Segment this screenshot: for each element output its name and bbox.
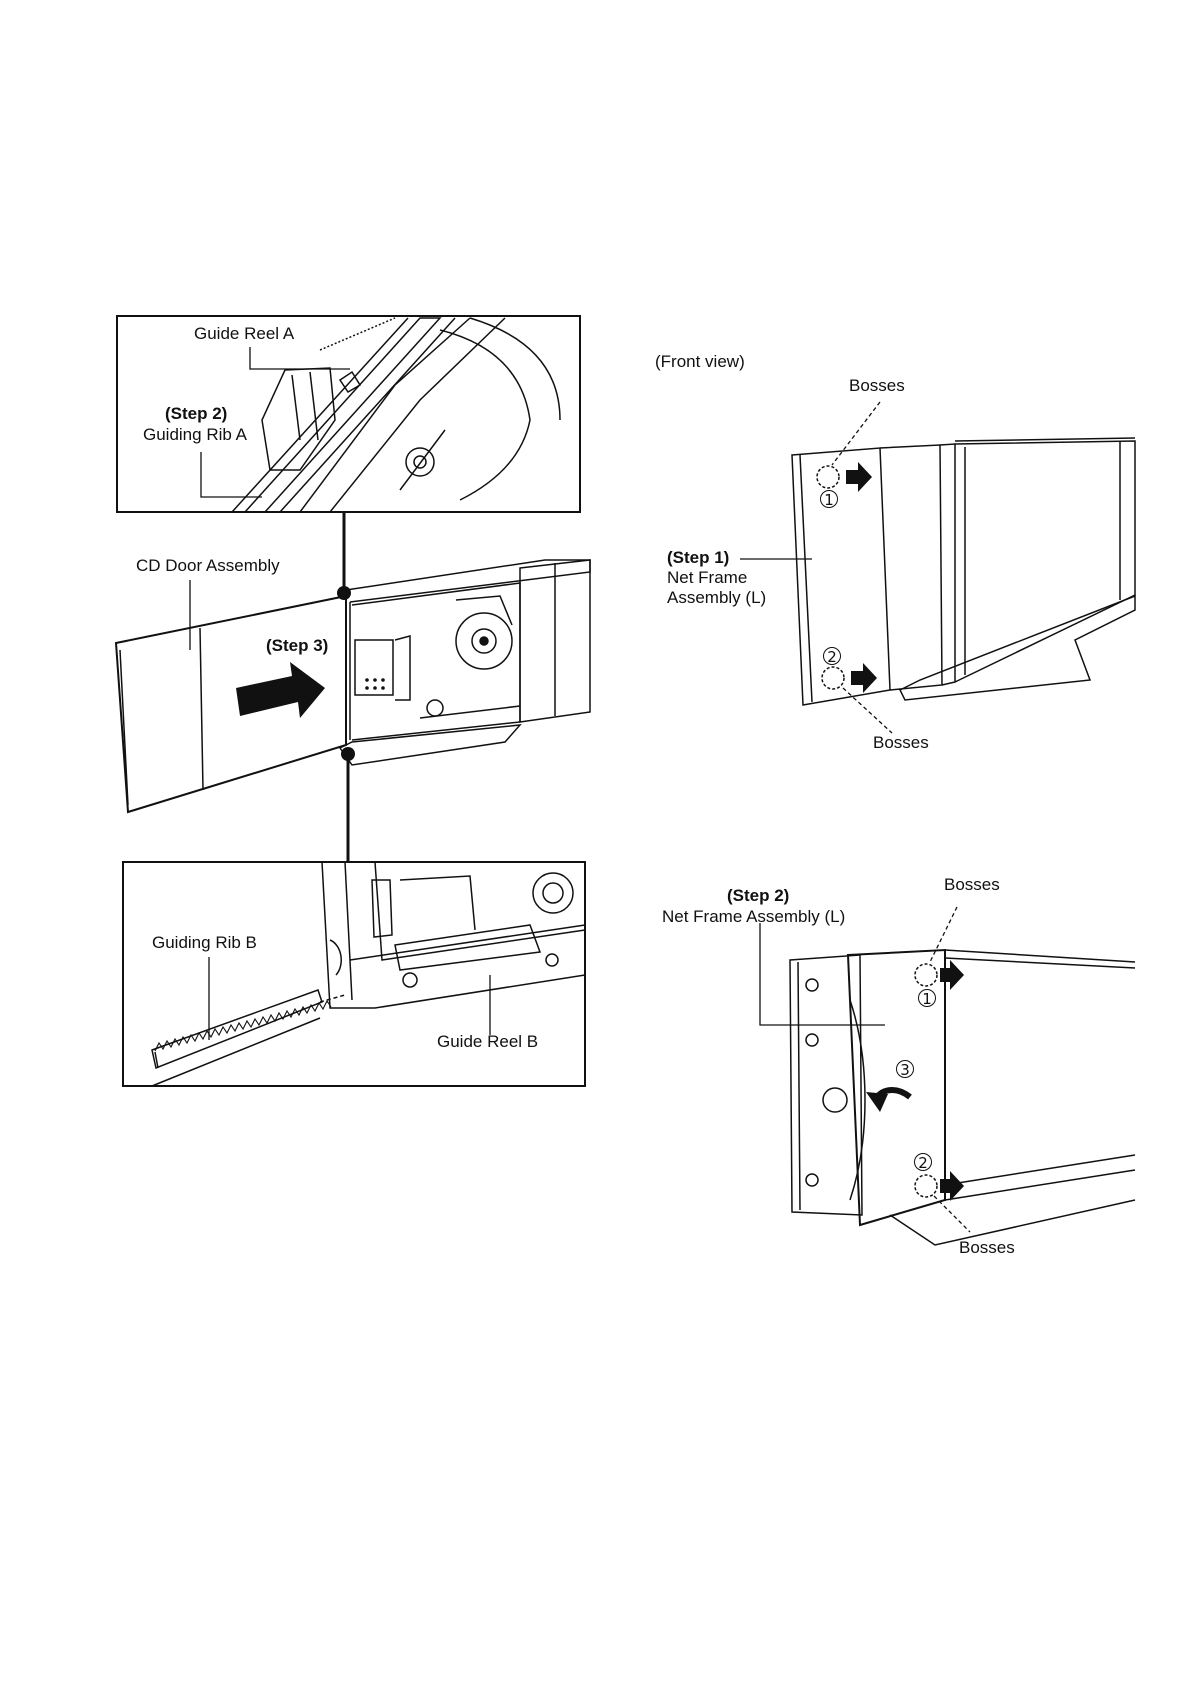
net-frame-label-1: Net Frame [667,568,747,588]
bosses-bottom-label: Bosses [873,733,929,753]
bosses-top-label-2: Bosses [944,875,1000,895]
guiding-rib-a-label: Guiding Rib A [143,425,247,445]
marker-2: 2 [823,647,841,665]
bosses-top-label: Bosses [849,376,905,396]
guiding-rib-b-label: Guiding Rib B [152,933,257,953]
bosses-bottom-label-2: Bosses [959,1238,1015,1258]
front-view-label: (Front view) [655,352,745,372]
guide-reel-a-label: Guide Reel A [194,324,294,344]
main-unit [116,560,590,812]
front-view-figure [740,402,1135,733]
net-frame-assembly-label: Net Frame Assembly (L) [662,907,845,927]
marker-2b: 2 [914,1153,932,1171]
marker-1b: 1 [918,989,936,1007]
cd-door-assembly-label: CD Door Assembly [136,556,280,576]
guide-reel-b-label: Guide Reel B [437,1032,538,1052]
step2-right-label: (Step 2) [727,886,789,906]
marker-1: 1 [820,490,838,508]
bottom-inset [123,862,585,1086]
step2-left-label: (Step 2) [165,404,227,424]
net-frame-label-2: Assembly (L) [667,588,766,608]
step3-label: (Step 3) [266,636,328,656]
step2-figure [760,907,1135,1245]
step1-label: (Step 1) [667,548,729,568]
marker-3: 3 [896,1060,914,1078]
